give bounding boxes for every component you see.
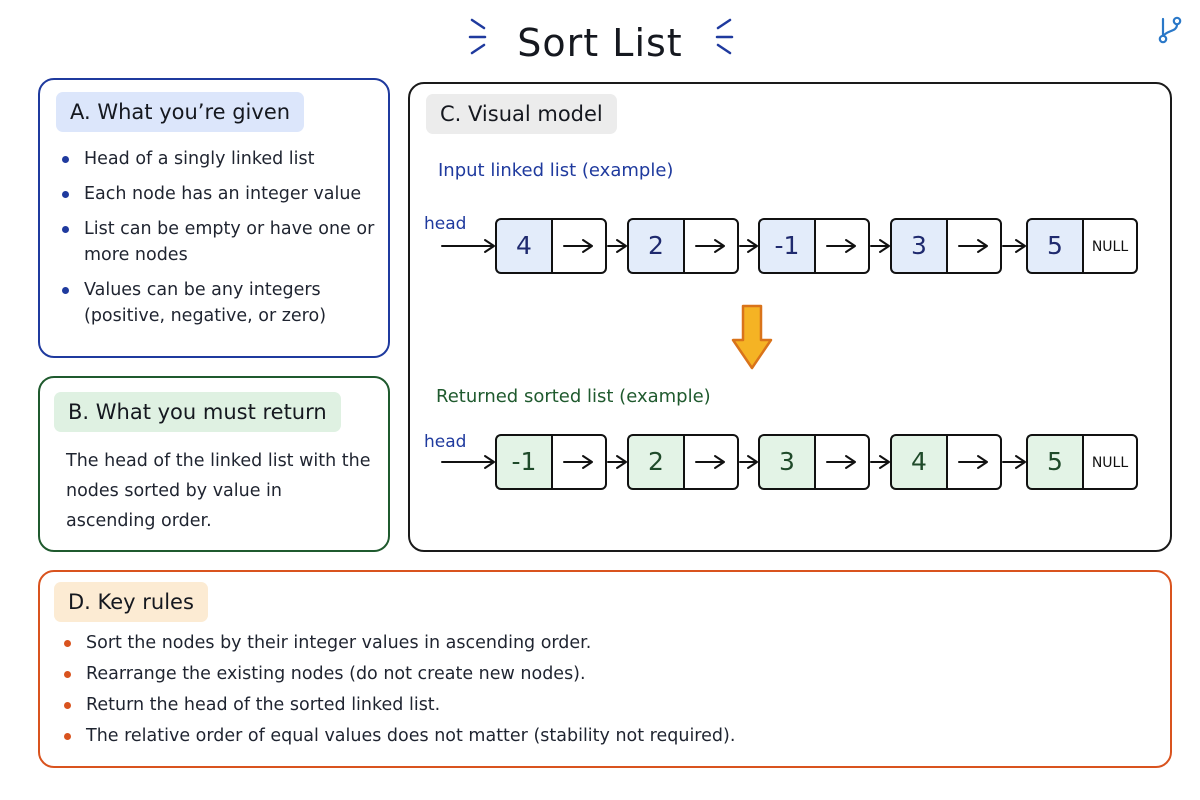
list-item: Sort the nodes by their integer values i…	[60, 630, 1150, 656]
input-node-value: -1	[775, 231, 800, 260]
input-node-value-fill	[1027, 219, 1083, 273]
output-node-value: 3	[779, 447, 795, 476]
panel-visual-model-tag: C. Visual model	[426, 94, 617, 134]
input-link-arrow	[870, 239, 890, 253]
output-link-arrow	[1002, 455, 1026, 469]
return-description: The head of the linked list with the nod…	[66, 451, 371, 531]
input-node-value-fill	[496, 219, 552, 273]
input-node-value: 3	[911, 231, 927, 260]
input-pointer-arrow	[826, 239, 856, 253]
sparkle-left-icon	[468, 18, 487, 55]
output-link-arrow	[739, 455, 758, 469]
input-null-label: NULL	[1092, 239, 1129, 255]
output-node-value-fill	[1027, 435, 1083, 489]
list-item: Rearrange the existing nodes (do not cre…	[60, 661, 1150, 687]
output-pointer-arrow	[563, 455, 593, 469]
output-head-label: head	[424, 432, 466, 452]
git-branch-icon	[1158, 16, 1182, 44]
input-pointer-arrow	[695, 239, 725, 253]
output-node-value-fill	[628, 435, 684, 489]
output-node-value-fill	[759, 435, 815, 489]
list-item: List can be empty or have one or more no…	[58, 216, 378, 268]
input-pointer-arrow	[958, 239, 988, 253]
output-list-label: Returned sorted list (example)	[436, 386, 711, 407]
output-null-label: NULL	[1092, 455, 1129, 471]
input-head-arrow	[441, 239, 495, 253]
output-link-arrow	[870, 455, 890, 469]
input-link-arrow	[607, 239, 627, 253]
list-item: Each node has an integer value	[58, 181, 378, 207]
input-node-value: 4	[516, 231, 532, 260]
panel-return: B. What you must return The head of the …	[38, 376, 390, 552]
output-node-value-fill	[891, 435, 947, 489]
input-list-label: Input linked list (example)	[438, 160, 674, 181]
panel-key-rules: D. Key rules Sort the nodes by their int…	[38, 570, 1172, 768]
input-node-value-fill	[759, 219, 815, 273]
output-link-arrow	[607, 455, 627, 469]
output-pointer-arrow	[958, 455, 988, 469]
sparkle-right-icon	[715, 18, 734, 55]
input-node-value-fill	[628, 219, 684, 273]
list-item: Head of a singly linked list	[58, 146, 378, 172]
page-title: Sort List	[517, 21, 683, 65]
panel-key-rules-tag: D. Key rules	[54, 582, 208, 622]
output-head-arrow	[441, 455, 495, 469]
output-pointer-arrow	[695, 455, 725, 469]
list-item: Return the head of the sorted linked lis…	[60, 692, 1150, 718]
input-node-value: 5	[1047, 231, 1063, 260]
output-node-value: -1	[512, 447, 537, 476]
panel-visual-model: C. Visual model Input linked list (examp…	[408, 82, 1172, 552]
given-list: Head of a singly linked list Each node h…	[58, 146, 378, 338]
rules-list: Sort the nodes by their integer values i…	[60, 630, 1150, 754]
panel-given-tag: A. What you’re given	[56, 92, 305, 132]
list-item: The relative order of equal values does …	[60, 723, 1150, 749]
input-link-arrow	[1002, 239, 1026, 253]
panel-return-tag: B. What you must return	[54, 392, 341, 432]
output-node-value-fill	[496, 435, 552, 489]
down-arrow-icon	[731, 304, 773, 370]
panel-given: A. What you’re given Head of a singly li…	[38, 78, 390, 358]
input-head-label: head	[424, 214, 466, 234]
output-node-value: 5	[1047, 447, 1063, 476]
input-link-arrow	[739, 239, 758, 253]
output-node-value: 2	[648, 447, 664, 476]
output-pointer-arrow	[826, 455, 856, 469]
output-node-value: 4	[911, 447, 927, 476]
list-item: Values can be any integers (positive, ne…	[58, 277, 378, 329]
input-pointer-arrow	[563, 239, 593, 253]
input-node-value: 2	[648, 231, 664, 260]
input-node-value-fill	[891, 219, 947, 273]
